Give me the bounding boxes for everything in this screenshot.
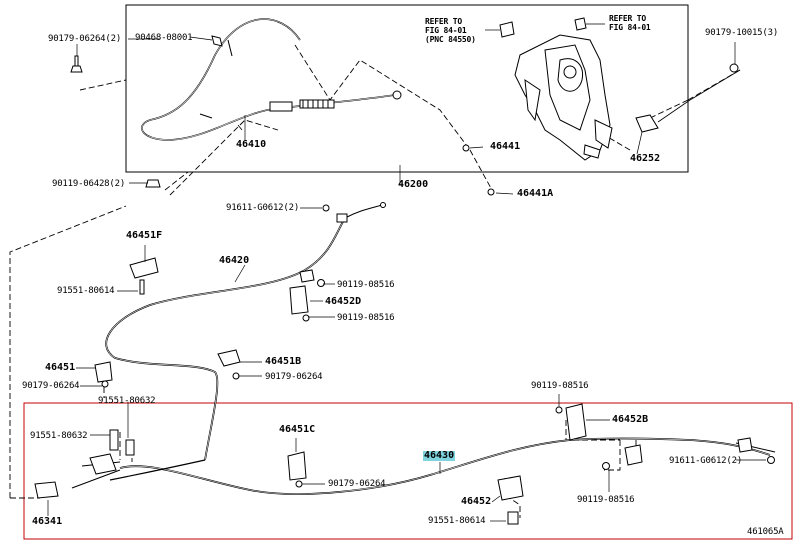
label-90119-08516-c: 90119-08516 xyxy=(531,381,589,391)
leader-lines xyxy=(47,23,766,522)
label-refer-fig-left: REFER TO FIG 84-01 (PNC 84550) xyxy=(425,17,476,44)
label-90179-06264-a: 90179-06264 xyxy=(265,372,323,382)
label-90119-08516-b: 90119-08516 xyxy=(337,313,395,323)
cable-46410 xyxy=(141,18,402,141)
label-91551-80614-b: 91551-80614 xyxy=(428,516,486,526)
label-91611-g0612-2-bottom: 91611-G0612(2) xyxy=(669,456,743,466)
label-90179-06264-c: 90179-06264 xyxy=(328,479,386,489)
label-46341: 46341 xyxy=(32,516,63,527)
label-90119-08516-d: 90119-08516 xyxy=(577,495,635,505)
label-91551-80632-a: 91551-80632 xyxy=(98,396,156,406)
label-46451F: 46451F xyxy=(126,230,163,241)
brackets xyxy=(34,204,775,525)
label-91611-g0612-2-top: 91611-G0612(2) xyxy=(226,203,300,213)
label-46410: 46410 xyxy=(236,139,267,150)
cable-46430 xyxy=(71,437,776,495)
highlight-frame-46430 xyxy=(23,402,793,540)
label-90119-08516-a: 90119-08516 xyxy=(337,280,395,290)
label-90179-06264-b: 90179-06264 xyxy=(22,381,80,391)
label-91551-80614-a: 91551-80614 xyxy=(57,286,115,296)
fasteners-top xyxy=(70,35,223,188)
label-90468-08001: 90468-08001 xyxy=(135,33,193,43)
label-46441A: 46441A xyxy=(517,188,554,199)
label-refer-fig-right: REFER TO FIG 84-01 xyxy=(609,14,651,32)
label-46441: 46441 xyxy=(490,141,521,152)
label-46452: 46452 xyxy=(461,496,492,507)
label-46451B: 46451B xyxy=(265,356,302,367)
group-frame-46200 xyxy=(125,4,689,173)
cable-46420 xyxy=(105,202,386,461)
label-46252: 46252 xyxy=(630,153,661,164)
label-90179-06264-2: 90179-06264(2) xyxy=(48,34,122,44)
label-46420: 46420 xyxy=(219,255,250,266)
label-46451C: 46451C xyxy=(279,424,316,435)
label-46451: 46451 xyxy=(45,362,76,373)
label-46430: 46430 xyxy=(423,450,456,461)
label-46200: 46200 xyxy=(398,179,429,190)
label-90179-10015-3: 90179-10015(3) xyxy=(705,28,779,38)
label-diagram-id: 461065A xyxy=(747,527,784,537)
lever-assembly xyxy=(462,17,739,196)
label-91551-80632-b: 91551-80632 xyxy=(30,431,88,441)
label-90119-06428-2: 90119-06428(2) xyxy=(52,179,126,189)
label-46452D: 46452D xyxy=(325,296,362,307)
label-46452B: 46452B xyxy=(612,414,649,425)
